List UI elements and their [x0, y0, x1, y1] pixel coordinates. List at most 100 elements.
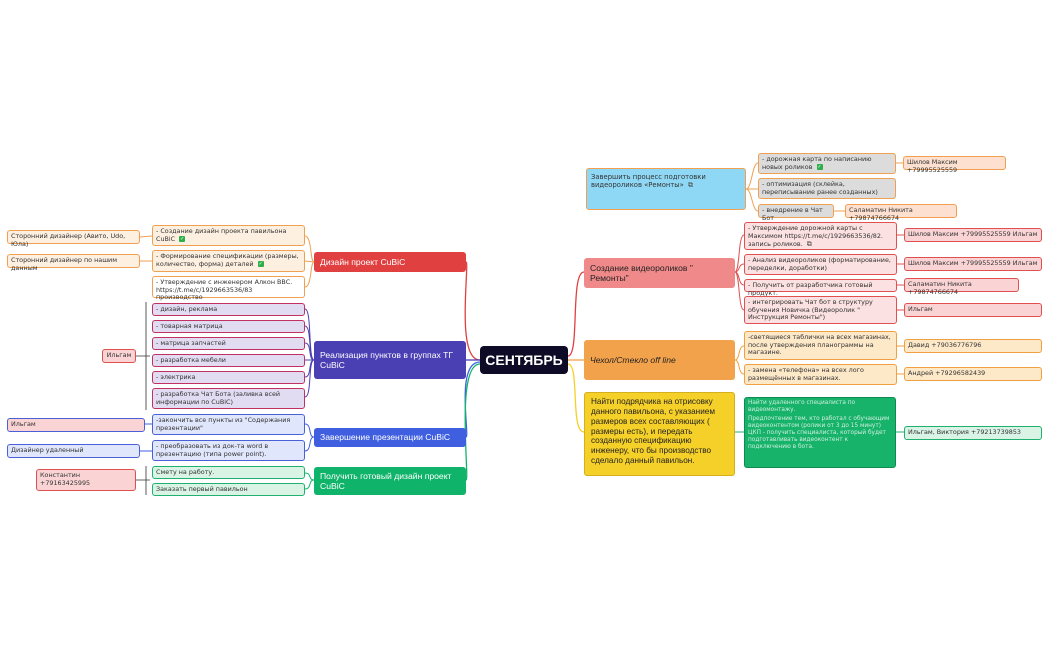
cases-item-2-text: - замена «телефона» на всех лого размещё… [748, 366, 864, 382]
design-owner-1-text: Сторонний дизайнер (Авито, Udo, Юла) [11, 232, 126, 248]
branch-ready-title: Получить готовый дизайн проект CuBiC [320, 470, 452, 491]
ready-owner[interactable]: Константин +79163425995 [36, 469, 136, 491]
realization-owner[interactable]: Ильгам [102, 349, 136, 363]
branch-presentation-title: Завершение презентации CuBiC [320, 432, 451, 443]
checkmark-icon: ✓ [179, 235, 186, 242]
prep-item-2-text: - оптимизация (склейка, переписывание ра… [762, 180, 878, 196]
prep-node[interactable]: Завершить процесс подготовки видеоролико… [586, 168, 746, 210]
prep-owner-3-text: Саламатин Никита +79874766674 [849, 206, 913, 222]
contractor-note-line-2: Предпочтение тем, кто работал с обучающи… [748, 415, 890, 450]
branch-presentation[interactable]: Завершение презентации CuBiC [314, 428, 466, 447]
branch-videos[interactable]: Создание видеороликов " Ремонты" [584, 258, 735, 288]
videos-owner-3[interactable]: Саламатин Никита +79874766674 [904, 278, 1019, 295]
contractor-owner[interactable]: Ильгам, Виктория +79213739853 [904, 426, 1042, 440]
branch-design-title: Дизайн проект CuBiC [320, 256, 406, 267]
external-link-icon[interactable]: ⧉ [687, 181, 693, 190]
connector-presentation [464, 361, 481, 438]
videos-owner-1-text: Шилов Максим +79995525559 Ильгам [908, 230, 1038, 238]
presentation-owner-1-text: Ильгам [11, 420, 36, 428]
prep-item-3[interactable]: - внедрение в Чат Бот [758, 204, 834, 221]
prep-owner-1[interactable]: Шилов Максим +79995525559 [903, 156, 1006, 173]
videos-owner-4-text: Ильгам [908, 305, 933, 313]
presentation-item-1[interactable]: -закончить все пункты из "Содержания пре… [152, 414, 305, 435]
realization-item-2-text: - товарная матрица [156, 322, 223, 330]
videos-owner-1[interactable]: Шилов Максим +79995525559 Ильгам [904, 228, 1042, 242]
design-item-2-text: - Формирование спецификации (размеры, ко… [156, 252, 299, 268]
videos-item-2-text: - Анализ видеороликов (форматирование, п… [748, 256, 891, 272]
design-owner-1[interactable]: Сторонний дизайнер (Авито, Udo, Юла) [7, 230, 140, 247]
presentation-item-2[interactable]: - преобразовать из док-та word в презент… [152, 440, 305, 461]
cases-owner-2[interactable]: Андрей +79296582439 [904, 367, 1042, 381]
prep-item-1-text: - дорожная карта по написанию новых роли… [762, 155, 872, 171]
connector-ready [464, 363, 481, 481]
videos-item-4-text: - интегрировать Чат бот в структуру обуч… [748, 298, 873, 322]
design-item-1[interactable]: - Создание дизайн проекта павильона CuBi… [152, 225, 305, 246]
ready-item-2[interactable]: Заказать первый павильон [152, 483, 305, 496]
branch-contractor-title: Найти подрядчика на отрисовку данного па… [591, 397, 715, 466]
videos-owner-2[interactable]: Шилов Максим +79995525559 Ильгам [904, 257, 1042, 271]
prep-item-1[interactable]: - дорожная карта по написанию новых роли… [758, 153, 896, 174]
connector-contractor [567, 363, 585, 433]
design-owner-2-text: Сторонний дизайнер по нашим данным [11, 256, 118, 272]
realization-item-5[interactable]: - электрика [152, 371, 305, 384]
realization-item-3[interactable]: - матрица запчастей [152, 337, 305, 350]
realization-item-6-text: - разработка Чат Бота (заливка всей инфо… [156, 390, 281, 406]
presentation-owner-2-text: Дизайнер удаленный [11, 446, 84, 454]
branch-realization[interactable]: Реализация пунктов в группах ТГ CuBiC [314, 341, 466, 379]
branch-videos-title: Создание видеороликов " Ремонты" [590, 262, 693, 283]
branch-design[interactable]: Дизайн проект CuBiC [314, 252, 466, 272]
design-item-2[interactable]: - Формирование спецификации (размеры, ко… [152, 250, 305, 272]
cases-owner-1-text: Давид +79036776796 [908, 341, 982, 349]
branch-ready[interactable]: Получить готовый дизайн проект CuBiC [314, 467, 466, 495]
realization-item-6[interactable]: - разработка Чат Бота (заливка всей инфо… [152, 388, 305, 409]
realization-item-4-text: - разработка мебели [156, 356, 226, 364]
videos-item-2[interactable]: - Анализ видеороликов (форматирование, п… [744, 254, 897, 275]
prep-owner-3[interactable]: Саламатин Никита +79874766674 [845, 204, 957, 221]
design-item-1-text: - Создание дизайн проекта павильона CuBi… [156, 227, 287, 243]
design-item-3-text: - Утверждение с инженером Алкон ВВС. htt… [156, 278, 293, 302]
prep-node-title: Завершить процесс подготовки видеоролико… [591, 173, 706, 190]
design-item-3[interactable]: - Утверждение с инженером Алкон ВВС. htt… [152, 276, 305, 302]
cases-owner-1[interactable]: Давид +79036776796 [904, 339, 1042, 353]
videos-item-3-text: - Получить от разработчика готовый проду… [748, 281, 873, 297]
videos-item-1-text: - Утверждение дорожной карты с Максимом … [748, 224, 883, 249]
connector-videos [567, 271, 585, 357]
external-link-icon[interactable]: ⧉ [806, 240, 812, 249]
design-owner-2[interactable]: Сторонний дизайнер по нашим данным [7, 254, 140, 271]
prep-owner-1-text: Шилов Максим +79995525559 [907, 158, 958, 174]
central-topic[interactable]: СЕНТЯБРЬ [480, 346, 568, 374]
realization-item-1[interactable]: - дизайн, реклама [152, 303, 305, 316]
videos-owner-4[interactable]: Ильгам [904, 303, 1042, 317]
cases-item-1-text: -светящиеся таблички на всех магазинах, … [748, 333, 891, 357]
checkmark-icon: ✓ [816, 163, 823, 170]
realization-item-4[interactable]: - разработка мебели [152, 354, 305, 367]
contractor-note[interactable]: Найти удаленного специалиста по видеомон… [744, 397, 896, 468]
cases-item-1[interactable]: -светящиеся таблички на всех магазинах, … [744, 331, 897, 360]
presentation-item-1-text: -закончить все пункты из "Содержания пре… [156, 416, 291, 432]
connector-design [464, 261, 481, 361]
realization-item-3-text: - матрица запчастей [156, 339, 226, 347]
ready-item-1[interactable]: Смету на работу. [152, 466, 305, 479]
cases-item-2[interactable]: - замена «телефона» на всех лого размещё… [744, 364, 897, 385]
branch-cases-title: Чехол/Стекло off line [590, 354, 676, 365]
ready-item-2-text: Заказать первый павильон [156, 485, 248, 493]
videos-item-3[interactable]: - Получить от разработчика готовый проду… [744, 279, 897, 296]
cases-owner-2-text: Андрей +79296582439 [908, 369, 986, 377]
videos-item-1[interactable]: - Утверждение дорожной карты с Максимом … [744, 222, 897, 250]
contractor-note-line-1: Найти удаленного специалиста по видеомон… [748, 400, 856, 413]
branch-realization-title: Реализация пунктов в группах ТГ CuBiC [320, 349, 454, 370]
videos-owner-3-text: Саламатин Никита +79874766674 [908, 280, 972, 296]
branch-cases[interactable]: Чехол/Стекло off line [584, 340, 735, 380]
presentation-item-2-text: - преобразовать из док-та word в презент… [156, 442, 269, 458]
realization-item-5-text: - электрика [156, 373, 196, 381]
prep-item-3-text: - внедрение в Чат Бот [762, 206, 823, 222]
presentation-owner-1[interactable]: Ильгам [7, 418, 145, 432]
videos-item-4[interactable]: - интегрировать Чат бот в структуру обуч… [744, 296, 897, 324]
presentation-owner-2[interactable]: Дизайнер удаленный [7, 444, 140, 458]
realization-item-2[interactable]: - товарная матрица [152, 320, 305, 333]
branch-contractor[interactable]: Найти подрядчика на отрисовку данного па… [584, 392, 735, 476]
prep-item-2[interactable]: - оптимизация (склейка, переписывание ра… [758, 178, 896, 199]
contractor-owner-text: Ильгам, Виктория +79213739853 [908, 428, 1021, 436]
